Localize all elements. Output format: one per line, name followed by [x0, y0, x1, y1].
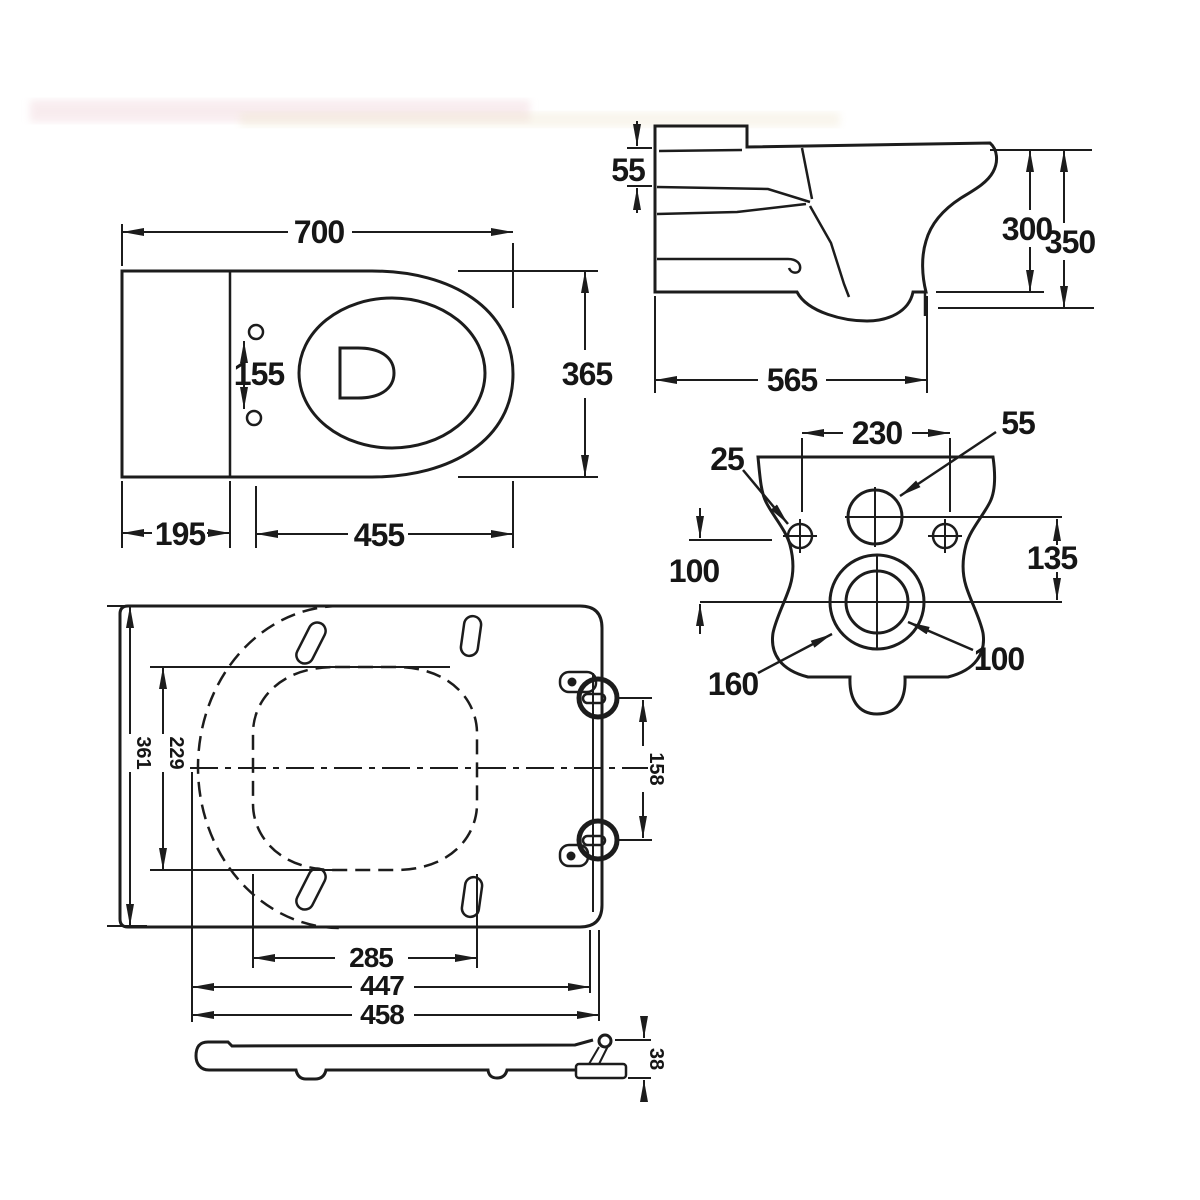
hinge-strut-b — [598, 1045, 609, 1065]
dim-365-label: 365 — [562, 356, 613, 392]
seat-bolt-hole-bottom — [245, 409, 263, 427]
hinge-circle-top — [576, 676, 620, 720]
seat-ring-hidden-arc — [196, 604, 341, 930]
hinge-tab-top-screw — [567, 677, 577, 687]
dim-229-label: 229 — [165, 736, 187, 769]
seat-opening-hidden-outline — [251, 665, 479, 872]
seat-side-profile — [194, 1016, 651, 1102]
flush-channel-bottom-line — [656, 185, 811, 204]
seat-lid-outline — [118, 604, 604, 929]
seat-profile-outline — [194, 1038, 594, 1081]
rear-fixing-view-labels: 230 55 25 100 135 160 100 — [669, 405, 1079, 702]
hinge-circle-bottom — [576, 818, 620, 862]
bumper-slot-bottom-left — [295, 867, 327, 911]
hinge-pin-bottom — [581, 834, 607, 847]
section-slot-bottom-line — [657, 257, 802, 274]
dim-700-label: 700 — [294, 214, 345, 250]
seat-side-profile-labels: 38 — [645, 1048, 667, 1070]
dim-100-left-label: 100 — [669, 553, 720, 589]
pan-top-outline — [120, 269, 515, 479]
bumper-slot-top-left — [295, 621, 327, 665]
rim-inner-line — [800, 147, 814, 200]
dim-100-outlet-label: 100 — [974, 641, 1025, 677]
dim-195-label: 195 — [155, 516, 206, 552]
pan-side-outline — [653, 124, 999, 323]
dim-230-label: 230 — [852, 415, 903, 451]
pan-top-view-labels: 700 365 155 195 455 — [155, 214, 614, 553]
hinge-strut-a — [588, 1046, 600, 1065]
seat-top-view-labels: 361 229 158 285 447 458 — [132, 736, 667, 1030]
dim-458-label: 458 — [360, 999, 404, 1030]
bumper-slot-bottom-right — [460, 875, 484, 919]
dim-160-label: 160 — [708, 666, 759, 702]
pan-top-view — [120, 224, 598, 548]
leader-25-fixing — [742, 469, 789, 525]
flush-channel-top-line — [658, 148, 743, 153]
dim-25-label: 25 — [710, 441, 744, 477]
dim-135-label: 135 — [1027, 540, 1078, 576]
dim-447-label: 447 — [360, 970, 404, 1001]
bowl-back-slope-line — [808, 205, 851, 298]
hinge-foot-plate — [574, 1062, 628, 1080]
hinge-knob — [597, 1033, 613, 1049]
dim-565-label: 565 — [767, 362, 818, 398]
pan-side-view-labels: 55 300 350 565 — [611, 152, 1096, 398]
hinge-tab-bottom-screw — [566, 851, 576, 861]
dim-158-label: 158 — [645, 752, 667, 785]
rear-fixing-view — [689, 429, 1062, 716]
leader-100-outlet — [907, 620, 974, 652]
dim-361-label: 361 — [132, 736, 154, 769]
dim-38-label: 38 — [645, 1048, 667, 1070]
dim-300-label: 300 — [1002, 211, 1053, 247]
leader-160-outlet — [757, 632, 833, 675]
watermark-smudge — [30, 100, 840, 127]
dim-55-inlet-label: 55 — [1001, 405, 1035, 441]
pan-side-view — [627, 121, 1094, 393]
dim-455-label: 455 — [354, 517, 405, 553]
water-area-shape — [338, 346, 396, 400]
leader-55-inlet — [899, 430, 997, 498]
seat-top-view — [107, 604, 652, 1022]
dim-285-label: 285 — [349, 942, 393, 973]
rear-plate-outline — [756, 455, 997, 716]
bowl-rim-ellipse — [297, 296, 487, 450]
dim-350-label: 350 — [1045, 224, 1096, 260]
dim-155-label: 155 — [234, 356, 285, 392]
dim-55-side-label: 55 — [611, 152, 645, 188]
hinge-pin-top — [581, 692, 607, 705]
section-slot-top-line — [656, 202, 807, 216]
seat-bolt-hole-top — [247, 323, 265, 341]
bumper-slot-top-right — [459, 614, 483, 658]
